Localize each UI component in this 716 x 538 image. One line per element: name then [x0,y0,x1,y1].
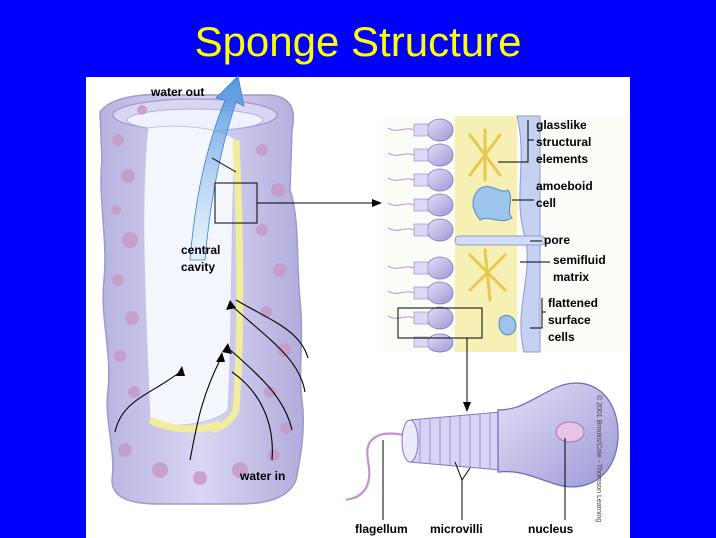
wall-cross-section [383,115,628,412]
cell-leader-lines [211,157,566,520]
wall-leader-lines [498,120,550,329]
label-water-out: water out [151,85,205,99]
water-out-arrow [189,75,245,261]
label-semifluid-matrix: semifluid matrix [553,252,606,286]
label-glasslike-line2: structural [536,135,592,149]
copyright-credit: © 2001 Brooks/Cole - Thomson Learning [595,395,602,523]
collar-cell [345,382,619,502]
label-flattened-line1: flattened [548,296,599,310]
water-in-arrows [114,299,309,461]
label-glasslike-line3: elements [536,152,589,166]
label-flattened-line3: cells [548,330,575,344]
label-central-cavity: central cavity [181,242,220,276]
label-central-cavity-line2: cavity [181,260,216,274]
label-semifluid-line1: semifluid [553,253,606,267]
label-semifluid-line2: matrix [553,270,590,284]
label-amoeboid-line2: cell [536,196,557,210]
label-central-cavity-line1: central [181,243,221,257]
label-flattened-line2: surface [548,313,591,327]
label-nucleus: nucleus [528,522,574,536]
zoom-box-cell [397,307,483,339]
label-glasslike-line1: glasslike [536,118,587,132]
label-water-in: water in [240,469,286,483]
label-amoeboid-line1: amoeboid [536,179,593,193]
label-glasslike-structural-elements: glasslike structural elements [536,117,591,168]
label-flattened-surface-cells: flattened surface cells [548,295,598,346]
label-pore: pore [544,233,571,247]
sponge-body [99,75,382,505]
label-amoeboid-cell: amoeboid cell [536,178,593,212]
label-flagellum: flagellum [355,522,408,536]
label-microvilli: microvilli [430,522,483,536]
page-title: Sponge Structure [194,18,522,65]
